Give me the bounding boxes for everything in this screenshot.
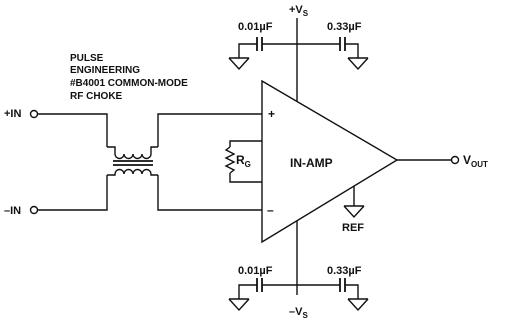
- in-pos-terminal: [29, 109, 39, 119]
- positive-supply: +VS 0.01µF 0.33µF: [228, 4, 369, 101]
- cap-bottom-right-label: 0.33µF: [327, 265, 362, 277]
- cap-top-left-label: 0.01µF: [238, 21, 273, 33]
- ground-icon-top-left: [228, 57, 250, 71]
- input-negative: –IN: [4, 175, 108, 217]
- ground-icon-top-right: [347, 57, 369, 71]
- ground-icon-ref: [343, 205, 365, 219]
- amp-minus-sign: –: [267, 203, 274, 217]
- choke-label-line-1: PULSE: [70, 53, 104, 64]
- in-pos-wire-to-choke: [37, 113, 108, 147]
- common-mode-choke: [107, 113, 262, 211]
- negative-supply: –VS 0.01µF 0.33µF: [228, 221, 369, 320]
- ref-pin: REF: [342, 186, 365, 234]
- choke-lower-winding: [107, 168, 158, 176]
- rg-top-lead: [229, 140, 262, 147]
- in-neg-label: –IN: [4, 205, 21, 217]
- amp-plus-sign: +: [268, 107, 275, 121]
- ref-label: REF: [342, 222, 364, 234]
- output: VOUT: [397, 153, 488, 169]
- ground-icon-bottom-left: [228, 298, 250, 312]
- rg-label: RG: [236, 153, 251, 169]
- choke-label-line-2: ENGINEERING: [70, 65, 140, 76]
- rg-zigzag: [224, 146, 236, 174]
- rg-bottom-lead: [229, 173, 262, 183]
- cap-bottom-left-wire-left: [238, 284, 257, 299]
- cap-bottom-right-wire-right: [345, 284, 359, 299]
- cap-top-right-wire-right: [345, 43, 359, 58]
- choke-annotation: PULSE ENGINEERING #B4001 COMMON-MODE RF …: [70, 53, 188, 102]
- gain-resistor: RG: [224, 140, 262, 183]
- vs-neg-label: –VS: [289, 306, 308, 320]
- amp-label: IN-AMP: [290, 156, 333, 170]
- choke-label-line-4: RF CHOKE: [70, 91, 123, 102]
- choke-upper-winding: [107, 146, 158, 160]
- cap-bottom-left-label: 0.01µF: [238, 265, 273, 277]
- in-amp-triangle: + – IN-AMP: [261, 79, 399, 244]
- vout-terminal: [450, 155, 460, 165]
- in-pos-label: +IN: [4, 108, 21, 120]
- in-neg-wire-to-choke: [37, 175, 108, 211]
- ground-icon-bottom-right: [347, 298, 369, 312]
- vs-pos-label: +VS: [289, 4, 309, 18]
- choke-out-pos-wire: [157, 113, 262, 147]
- cap-top-right-label: 0.33µF: [327, 21, 362, 33]
- choke-label-line-3: #B4001 COMMON-MODE: [70, 78, 188, 89]
- amp-body: [261, 79, 399, 244]
- vout-label: VOUT: [463, 153, 488, 169]
- cap-top-left-wire-left: [238, 43, 257, 58]
- choke-out-neg-wire: [157, 175, 262, 211]
- input-positive: +IN: [4, 108, 108, 147]
- in-neg-terminal: [29, 205, 39, 215]
